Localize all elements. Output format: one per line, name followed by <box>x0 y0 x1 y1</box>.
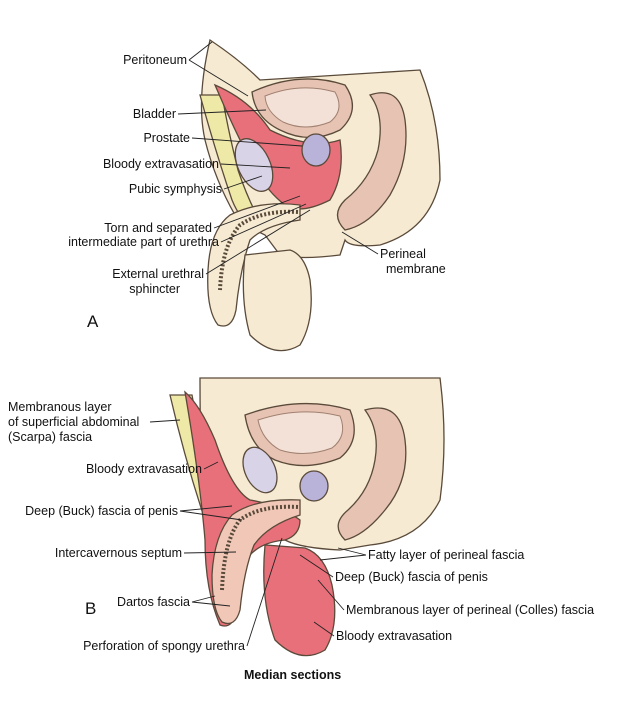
panel-b-illustration <box>169 377 445 657</box>
label-fatty-layer: Fatty layer of perineal fascia <box>368 548 524 562</box>
leader-prostate <box>191 137 303 147</box>
label-bloody-extravasation-b: Bloody extravasation <box>86 462 202 476</box>
panel-b-bladder-lumen <box>257 411 344 454</box>
label-intercavernous-septum: Intercavernous septum <box>55 546 182 560</box>
panel-a-scrotum <box>242 249 312 352</box>
leader-bloody-extravasation-b <box>203 461 219 470</box>
leader-fatty-layer-2 <box>319 554 367 561</box>
label-perineal-membrane-line2: membrane <box>386 262 446 276</box>
leader-bladder <box>177 109 267 115</box>
leader-colles-fascia <box>317 579 345 611</box>
leader-deep-buck-fascia-right <box>299 554 334 578</box>
panel-a-letter: A <box>87 312 99 331</box>
leader-torn-urethra-1 <box>213 195 301 229</box>
label-colles-fascia: Membranous layer of perineal (Colles) fa… <box>346 603 594 617</box>
leader-intercavernous-septum <box>183 551 237 554</box>
figure-caption: Median sections <box>244 668 341 682</box>
label-pubic-symphysis: Pubic symphysis <box>129 182 222 196</box>
leader-bloody-extravasation-scrotum <box>313 621 335 637</box>
leader-peritoneum-1 <box>188 41 213 61</box>
leader-peritoneum-2 <box>188 59 249 97</box>
label-torn-urethra-line2: intermediate part of urethra <box>68 235 219 249</box>
leader-dartos-fascia-1 <box>191 595 216 603</box>
label-deep-buck-fascia-left: Deep (Buck) fascia of penis <box>25 504 178 518</box>
panel-a-urethra <box>218 209 299 291</box>
label-external-sphincter-line2: sphincter <box>129 282 180 296</box>
label-membranous-layer-line1: Membranous layer <box>8 400 112 414</box>
label-peritoneum: Peritoneum <box>123 53 187 67</box>
leader-dartos-fascia-2 <box>191 601 231 607</box>
label-prostate: Prostate <box>143 131 190 145</box>
label-membranous-layer-line2: of superficial abdominal <box>8 415 139 429</box>
leader-pubic-symphysis <box>223 175 263 190</box>
label-perforation: Perforation of spongy urethra <box>83 639 245 653</box>
panel-a-penis <box>207 203 301 327</box>
leader-deep-buck-fascia-left-1 <box>179 505 233 512</box>
panel-b-rectum <box>337 407 407 541</box>
panel-a-illustration <box>199 38 441 352</box>
leader-bloody-extravasation-a <box>220 163 291 169</box>
label-dartos-fascia: Dartos fascia <box>117 595 190 609</box>
label-membranous-layer-line3: (Scarpa) fascia <box>8 430 92 444</box>
panel-a-pubic-symphysis <box>234 138 274 192</box>
panel-a-prostate <box>301 133 331 167</box>
panel-b-letter: B <box>85 599 96 618</box>
panel-a-rectum <box>336 92 407 231</box>
label-perineal-membrane-line1: Perineal <box>380 247 426 261</box>
label-bloody-extravasation-scrotum: Bloody extravasation <box>336 629 452 643</box>
panel-b-pubic-symphysis <box>242 446 278 494</box>
leader-external-sphincter <box>205 209 311 275</box>
leader-perforation <box>246 537 283 647</box>
panel-a-bladder-lumen <box>264 87 340 128</box>
leader-deep-buck-fascia-left-2 <box>179 510 243 521</box>
label-bloody-extravasation-a: Bloody extravasation <box>103 157 219 171</box>
panel-b-labels: Membranous layer of superficial abdomina… <box>8 400 594 653</box>
leader-perineal-membrane <box>341 231 379 255</box>
label-deep-buck-fascia-right: Deep (Buck) fascia of penis <box>335 570 488 584</box>
leader-fatty-layer-1 <box>337 547 367 556</box>
label-external-sphincter-line1: External urethral <box>112 267 204 281</box>
label-bladder: Bladder <box>133 107 176 121</box>
leader-torn-urethra-2 <box>220 203 307 243</box>
label-torn-urethra-line1: Torn and separated <box>104 221 212 235</box>
panel-a-labels: Peritoneum Bladder Prostate Bloody extra… <box>68 41 446 331</box>
panel-b-prostate <box>299 470 329 502</box>
leader-membranous-layer <box>149 419 181 423</box>
panel-b-scrotum <box>263 544 336 657</box>
